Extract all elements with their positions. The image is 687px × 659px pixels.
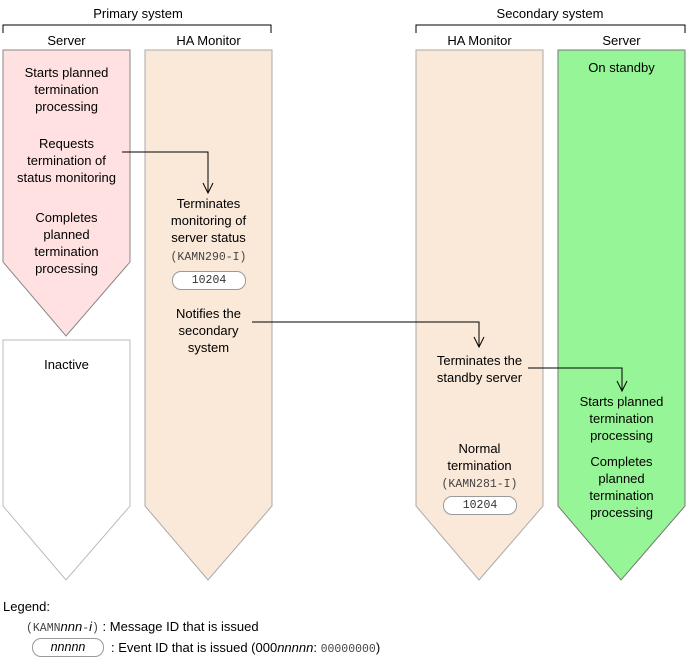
secondary-server-lane (557, 49, 686, 581)
arrowhead-request-termination (202, 182, 214, 195)
legend-event-sample: nnnnn (32, 638, 104, 657)
primary-ha-event-id: 10204 (172, 271, 246, 290)
legend-message-sample: (KAMNnnn-i) (26, 619, 99, 635)
secondary-ha-event-id: 10204 (443, 496, 517, 515)
primary-system-title: Primary system (93, 6, 183, 21)
column-header-secondary-server: Server (602, 33, 641, 48)
secondary-ha-lane (415, 49, 544, 581)
legend-message-desc: : Message ID that is issued (102, 619, 259, 634)
legend-title: Legend: (3, 599, 50, 614)
primary-server-inactive-lane (2, 339, 131, 581)
legend-event-desc: : Event ID that is issued (000nnnnn: 000… (111, 640, 381, 656)
column-header-secondary-ha: HA Monitor (447, 33, 512, 48)
primary-system-bracket (2, 24, 272, 33)
secondary-ha-message-id: (KAMN281-I) (441, 478, 518, 491)
secondary-server-standby: On standby (588, 60, 655, 75)
primary-ha-message-id: (KAMN290-I) (170, 251, 247, 264)
arrow-request-termination (122, 151, 209, 192)
primary-ha-lane (144, 49, 273, 581)
column-header-primary-server: Server (47, 33, 86, 48)
primary-server-lane (2, 49, 131, 337)
column-header-primary-ha: HA Monitor (176, 33, 241, 48)
arrow-terminate-standby (528, 367, 623, 390)
arrow-notify-secondary (252, 321, 480, 346)
primary-server-inactive: Inactive (44, 357, 89, 372)
legend-message-id: (KAMNnnn-i) : Message ID that is issued (26, 618, 259, 637)
secondary-system-bracket (415, 24, 686, 33)
arrowhead-terminate-standby (616, 380, 628, 393)
arrowhead-notify-secondary (473, 336, 485, 349)
secondary-system-title: Secondary system (496, 6, 604, 21)
